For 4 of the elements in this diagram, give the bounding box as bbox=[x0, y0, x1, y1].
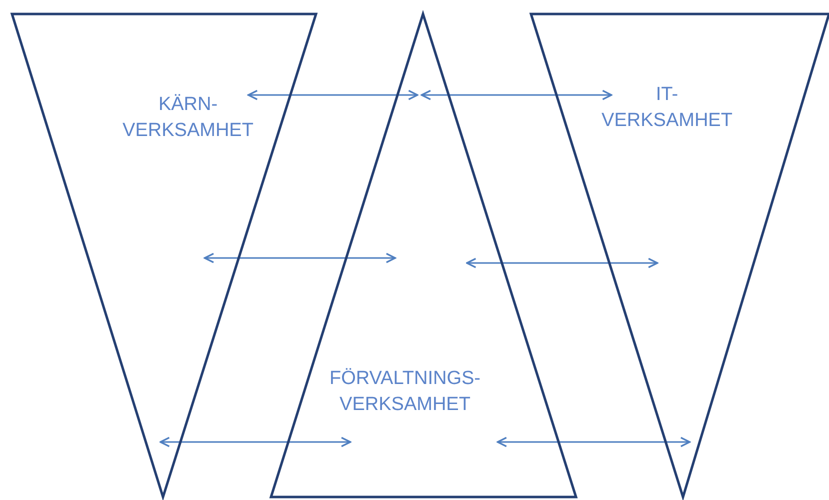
inverted-triangle bbox=[531, 14, 829, 497]
inverted-triangle bbox=[12, 14, 316, 497]
triangle-label: KÄRN- VERKSAMHET bbox=[122, 93, 254, 143]
triangle-label: IT- VERKSAMHET bbox=[600, 83, 734, 133]
